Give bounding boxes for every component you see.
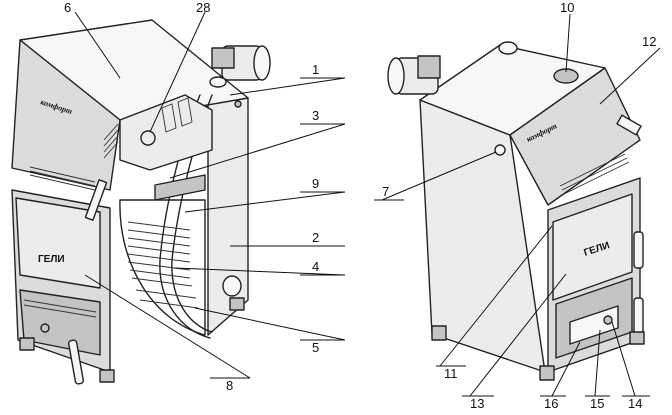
right-boiler-upper-panel xyxy=(509,67,641,206)
left-foot-1 xyxy=(19,337,35,351)
callout-12: 12 xyxy=(642,34,656,49)
left-thermostat-knob xyxy=(140,130,156,146)
left-boiler-front-door xyxy=(15,197,101,289)
right-flue-damper xyxy=(417,55,441,79)
left-boiler: комфорт ГЕЛИ xyxy=(11,19,271,385)
callout-4: 4 xyxy=(312,259,319,274)
left-logo-text: ГЕЛИ xyxy=(38,254,65,265)
right-ash-knob xyxy=(603,315,613,325)
right-door-handle-upper xyxy=(633,231,644,269)
left-door-handle-upper xyxy=(84,179,108,221)
left-boiler-ash-door xyxy=(19,289,101,356)
left-top-fitting xyxy=(209,76,227,88)
right-boiler: комфорт ГЕЛИ xyxy=(387,41,645,381)
right-top-handle xyxy=(616,114,642,136)
callout-labels: 6 28 1 3 9 2 4 5 8 7 10 12 11 13 16 15 1… xyxy=(64,0,656,411)
right-foot-1 xyxy=(431,325,447,341)
upper-panel-vents xyxy=(29,123,119,191)
callout-5: 5 xyxy=(312,340,319,355)
left-baffle xyxy=(154,174,206,201)
right-door-handle-lower xyxy=(633,297,644,335)
callout-3: 3 xyxy=(312,108,319,123)
callout-8: 8 xyxy=(226,378,233,393)
left-foot-3 xyxy=(229,297,245,311)
left-interior-cutaway xyxy=(119,199,206,336)
right-top-fitting xyxy=(498,41,518,55)
callout-15: 15 xyxy=(590,396,604,411)
left-flue-opening xyxy=(253,45,271,81)
right-side-fitting xyxy=(494,144,506,156)
right-flue-opening xyxy=(387,57,405,95)
leader-lines xyxy=(74,11,661,397)
left-side-fitting xyxy=(234,100,242,108)
callout-1: 1 xyxy=(312,62,319,77)
right-boiler-front-door xyxy=(552,193,633,301)
callout-14: 14 xyxy=(628,396,642,411)
callout-7: 7 xyxy=(382,184,389,199)
heat-exchanger-box xyxy=(119,94,213,171)
callout-28: 28 xyxy=(196,0,210,15)
callout-16: 16 xyxy=(544,396,558,411)
callout-6: 6 xyxy=(64,0,71,15)
left-return-fitting xyxy=(222,275,242,297)
left-ash-door-knob xyxy=(40,323,50,333)
callout-10: 10 xyxy=(560,0,574,15)
fire-grate xyxy=(127,221,199,309)
callout-13: 13 xyxy=(470,396,484,411)
callout-11: 11 xyxy=(444,366,458,381)
left-foot-2 xyxy=(99,369,115,383)
callout-2: 2 xyxy=(312,230,319,245)
left-boiler-side-panel xyxy=(207,82,249,336)
right-foot-2 xyxy=(539,365,555,381)
left-door-handle-lower xyxy=(68,339,84,385)
callout-9: 9 xyxy=(312,176,319,191)
right-ash-door-window xyxy=(569,305,619,345)
left-boiler-upper-panel xyxy=(11,39,121,191)
right-upper-vents xyxy=(559,153,630,195)
left-flue-damper xyxy=(211,47,235,69)
right-foot-3 xyxy=(629,331,645,345)
